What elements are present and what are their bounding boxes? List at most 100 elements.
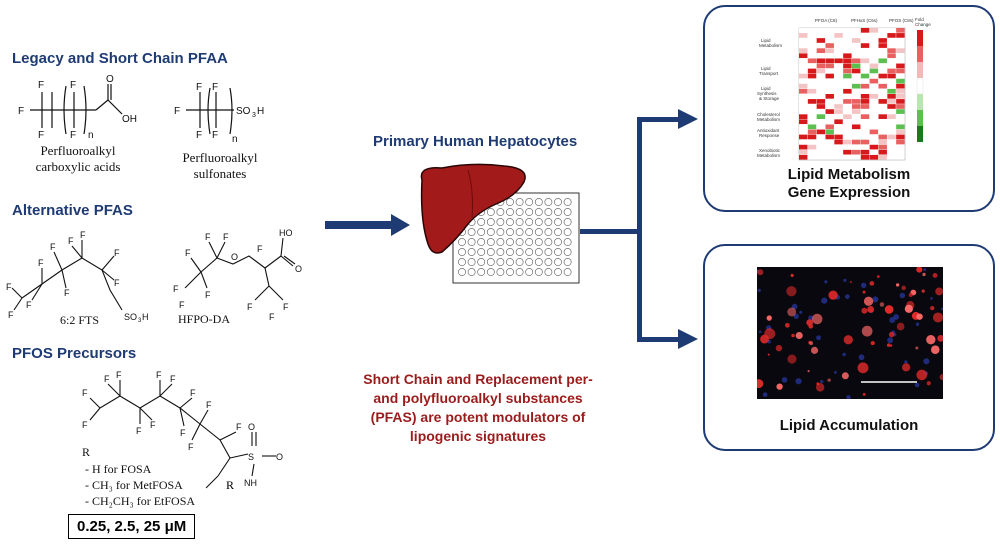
svg-text:F: F [114, 248, 120, 258]
svg-text:n: n [232, 134, 238, 145]
svg-text:3: 3 [252, 112, 256, 119]
svg-text:F: F [26, 300, 32, 310]
svg-text:F: F [68, 236, 74, 246]
svg-text:F: F [82, 420, 88, 430]
svg-text:& Storage: & Storage [759, 96, 780, 101]
svg-text:F: F [50, 242, 56, 252]
alternative-heading: Alternative PFAS [12, 202, 133, 219]
svg-text:F: F [206, 400, 212, 410]
r-option-2: - CH₃ for MetFOSA [85, 478, 183, 492]
lipid-accumulation-label: Lipid Accumulation [779, 417, 919, 434]
svg-text:Transport: Transport [759, 71, 779, 76]
svg-text:O: O [248, 422, 255, 432]
svg-text:F: F [205, 290, 211, 300]
svg-text:F: F [80, 230, 86, 240]
svg-text:Lipid: Lipid [761, 38, 771, 43]
svg-text:F: F [6, 282, 12, 292]
carboxylic-acid-structure: F F F F F O OH n [18, 74, 137, 141]
svg-text:HO: HO [279, 228, 293, 238]
svg-text:F: F [38, 258, 44, 268]
svg-text:F: F [185, 248, 191, 258]
svg-text:Metabolism: Metabolism [759, 43, 782, 48]
legacy-caption-carboxylic: Perfluoroalkyl carboxylic acids [35, 143, 121, 174]
svg-text:Xenobiotic: Xenobiotic [759, 148, 781, 153]
r-label: R [82, 445, 91, 459]
svg-text:Lipid: Lipid [761, 86, 771, 91]
svg-text:O: O [276, 452, 283, 462]
svg-text:F: F [196, 130, 202, 141]
svg-text:F: F [205, 232, 211, 242]
svg-text:F: F [173, 284, 179, 294]
svg-text:PFHxS (C6s): PFHxS (C6s) [851, 18, 878, 23]
svg-text:S: S [248, 452, 254, 462]
svg-text:F: F [38, 130, 44, 141]
svg-text:F: F [156, 370, 162, 380]
fts-label: 6:2 FTS [60, 313, 100, 327]
svg-text:PFOS (C8s): PFOS (C8s) [889, 18, 914, 23]
legacy-caption-sulfonate: Perfluoroalkyl sulfonates [182, 150, 258, 181]
hepatocytes-title: Primary Human Hepatocytes [373, 133, 578, 150]
svg-text:F: F [190, 388, 196, 398]
heatmap-figure: PFOA (C8) PFHxS (C6s) PFOS (C8s) FoldChang… [757, 17, 931, 161]
svg-text:O: O [106, 74, 114, 85]
svg-text:H: H [257, 106, 264, 117]
svg-text:Metabolism: Metabolism [757, 117, 780, 122]
svg-text:SO: SO [124, 312, 137, 322]
svg-text:3: 3 [138, 318, 142, 324]
svg-text:F: F [179, 300, 185, 310]
svg-text:OH: OH [122, 114, 137, 125]
svg-text:F: F [188, 442, 194, 452]
svg-text:PFOA (C8): PFOA (C8) [815, 18, 838, 23]
svg-text:F: F [180, 428, 186, 438]
svg-text:Antioxidant: Antioxidant [757, 128, 780, 133]
svg-text:Lipid: Lipid [761, 66, 771, 71]
svg-text:F: F [174, 106, 180, 117]
svg-text:F: F [136, 426, 142, 436]
svg-text:F: F [170, 374, 176, 384]
svg-text:F: F [257, 244, 263, 254]
input-arrow [325, 214, 410, 236]
svg-text:F: F [38, 80, 44, 91]
svg-text:NH: NH [244, 478, 257, 488]
well-plate [452, 192, 580, 284]
hfpo-da-label: HFPO-DA [178, 312, 231, 326]
svg-text:F: F [150, 420, 156, 430]
svg-text:n: n [88, 130, 94, 141]
r-option-3: - CH₂CH₃ for EtFOSA [85, 494, 196, 508]
svg-text:F: F [212, 130, 218, 141]
svg-text:F: F [70, 80, 76, 91]
svg-text:F: F [196, 82, 202, 93]
svg-text:O: O [231, 252, 238, 262]
svg-text:F: F [116, 370, 122, 380]
svg-text:Synthesis: Synthesis [757, 91, 777, 96]
liver-icon [420, 163, 526, 254]
svg-text:F: F [18, 106, 24, 117]
svg-text:F: F [82, 388, 88, 398]
svg-text:F: F [70, 130, 76, 141]
svg-text:O: O [295, 264, 302, 274]
svg-text:SO: SO [236, 106, 251, 117]
svg-text:F: F [236, 422, 242, 432]
svg-text:Response: Response [759, 133, 780, 138]
svg-text:F: F [212, 82, 218, 93]
svg-text:F: F [247, 302, 253, 312]
r-option-1: - H for FOSA [85, 462, 152, 476]
svg-text:Cholesterol: Cholesterol [757, 112, 780, 117]
svg-text:F: F [104, 374, 110, 384]
concentration-box: 0.25, 2.5, 25 μM [68, 514, 196, 539]
gene-expression-label: Lipid Metabolism Gene Expression [787, 166, 911, 201]
svg-text:F: F [64, 288, 70, 298]
legacy-heading: Legacy and Short Chain PFAA [12, 50, 228, 67]
svg-text:Fold: Fold [915, 17, 924, 22]
svg-text:F: F [283, 302, 289, 312]
branch-arrows [580, 109, 698, 349]
svg-text:H: H [142, 312, 149, 322]
svg-text:Change: Change [915, 22, 931, 27]
svg-text:F: F [8, 310, 14, 320]
conclusion-text: Short Chain and Replacement per- and pol… [363, 371, 593, 444]
r-group-label: R [226, 478, 235, 492]
